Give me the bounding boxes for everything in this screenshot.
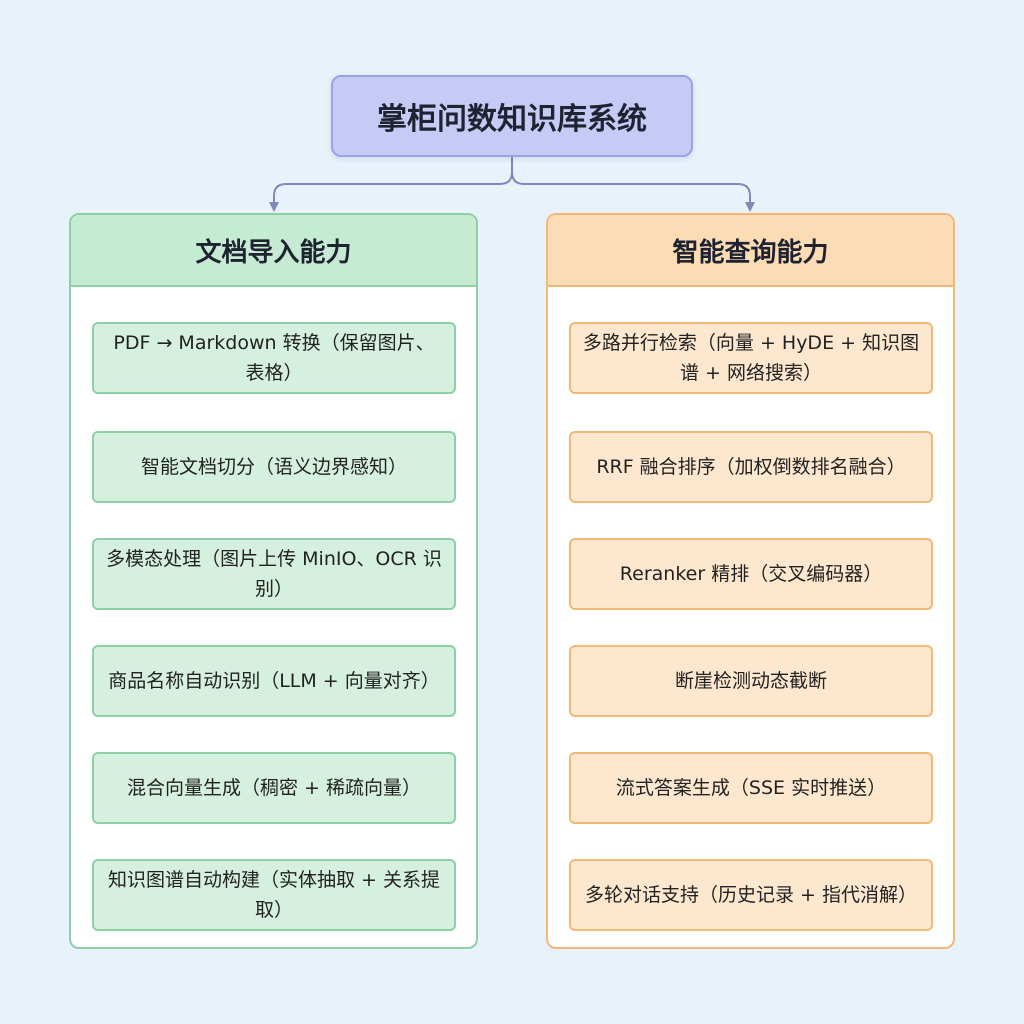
flow-step: PDF → Markdown 转换（保留图片、表格）: [92, 322, 456, 394]
flow-step-label: 流式答案生成（SSE 实时推送）: [615, 777, 887, 799]
flow-step-label: PDF → Markdown 转换（保留图片、表格）: [113, 332, 435, 384]
column-header: 文档导入能力: [71, 215, 476, 287]
root-title: 掌柜问数知识库系统: [377, 102, 647, 137]
flow-step: 智能文档切分（语义边界感知）: [92, 431, 456, 503]
flow-step-label: 断崖检测动态截断: [674, 670, 827, 692]
flow-step-label: 混合向量生成（稠密 + 稀疏向量）: [127, 777, 421, 799]
root-node: 掌柜问数知识库系统: [331, 75, 693, 157]
flow-step: Reranker 精排（交叉编码器）: [569, 538, 933, 610]
flow-step: 多路并行检索（向量 + HyDE + 知识图谱 + 网络搜索）: [569, 322, 933, 394]
flow-step-label: 商品名称自动识别（LLM + 向量对齐）: [108, 670, 440, 692]
flow-step-label: 多路并行检索（向量 + HyDE + 知识图谱 + 网络搜索）: [582, 332, 920, 384]
flow-step-label: 多轮对话支持（历史记录 + 指代消解）: [585, 884, 917, 906]
flow-step: 知识图谱自动构建（实体抽取 + 关系提取）: [92, 859, 456, 931]
flow-step: 流式答案生成（SSE 实时推送）: [569, 752, 933, 824]
flow-step-label: Reranker 精排（交叉编码器）: [619, 563, 883, 585]
column-title: 文档导入能力: [195, 237, 352, 268]
column-header: 智能查询能力: [548, 215, 953, 287]
flow-step: 多模态处理（图片上传 MinIO、OCR 识别）: [92, 538, 456, 610]
root-to-left-connector: [269, 157, 513, 212]
flow-step-label: 智能文档切分（语义边界感知）: [140, 456, 407, 478]
column-title: 智能查询能力: [672, 237, 829, 268]
root-to-right-connector: [511, 157, 755, 212]
flow-step: 混合向量生成（稠密 + 稀疏向量）: [92, 752, 456, 824]
flow-step-label: 多模态处理（图片上传 MinIO、OCR 识别）: [106, 548, 442, 600]
flow-step: RRF 融合排序（加权倒数排名融合）: [569, 431, 933, 503]
document-import-column: 文档导入能力 PDF → Markdown 转换（保留图片、表格） 智能文档切分…: [69, 213, 478, 949]
flow-step: 断崖检测动态截断: [569, 645, 933, 717]
flow-step: 多轮对话支持（历史记录 + 指代消解）: [569, 859, 933, 931]
flow-step-label: 知识图谱自动构建（实体抽取 + 关系提取）: [108, 869, 440, 921]
smart-query-column: 智能查询能力 多路并行检索（向量 + HyDE + 知识图谱 + 网络搜索） R…: [546, 213, 955, 949]
flow-step: 商品名称自动识别（LLM + 向量对齐）: [92, 645, 456, 717]
flow-step-label: RRF 融合排序（加权倒数排名融合）: [596, 456, 906, 478]
